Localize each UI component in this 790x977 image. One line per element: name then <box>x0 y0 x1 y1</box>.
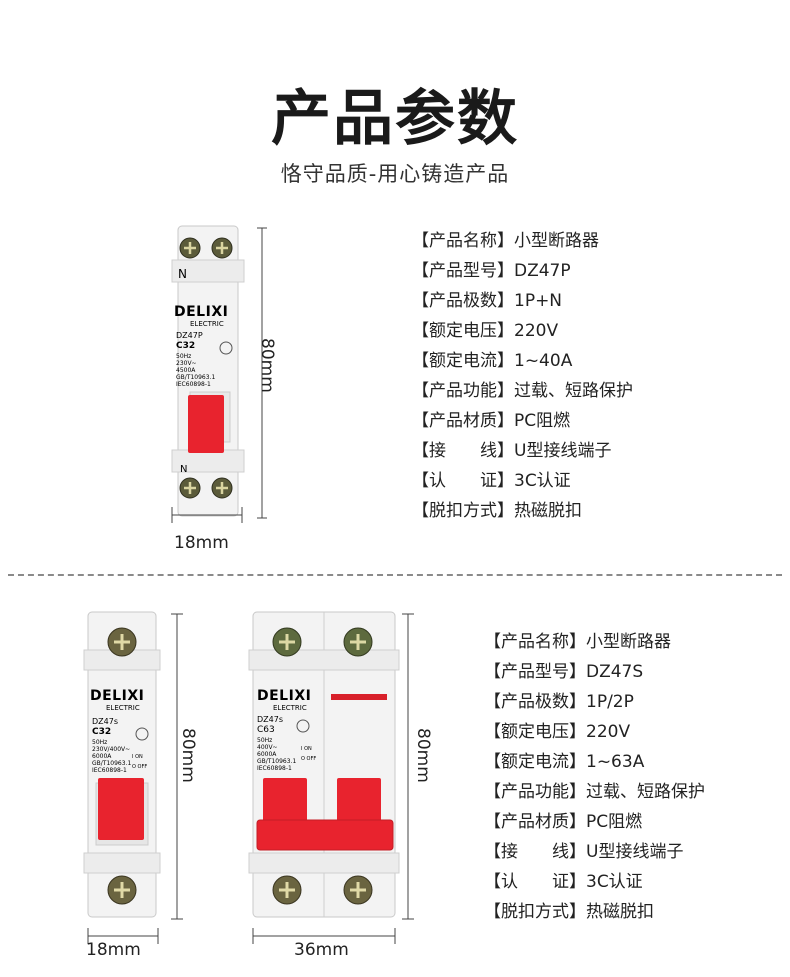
spec-row: 【产品名称】小型断路器 <box>412 231 599 251</box>
screw-icon <box>107 875 137 905</box>
screw-icon <box>343 627 373 657</box>
screw-icon <box>211 477 233 499</box>
fine-print-line: 50Hz <box>176 353 191 360</box>
screw-icon <box>211 237 233 259</box>
spec-row: 【产品材质】PC阻燃 <box>484 812 643 832</box>
breaker-dz47p-illustration: N N DELIXI ELECTRIC DZ47P C32 50Hz 230V~… <box>171 225 245 517</box>
ccc-cert-icon <box>135 727 149 741</box>
spec-row: 【脱扣方式】热磁脱扣 <box>484 902 654 922</box>
switch-off-label: O OFF <box>132 764 147 770</box>
fine-print-line: 400V~ <box>257 744 278 751</box>
brand-logo: DELIXI <box>257 688 311 704</box>
fine-print-line: IEC60898-1 <box>257 765 292 772</box>
brand-sub: ELECTRIC <box>273 704 307 712</box>
spec-row: 【认 证】3C认证 <box>484 872 643 892</box>
breaker-dz47s-1p-illustration: DELIXI ELECTRIC DZ47s C32 50Hz 230V/400V… <box>83 611 161 918</box>
screw-icon <box>107 627 137 657</box>
rating-text: C63 <box>257 725 275 735</box>
height-label: 80mm <box>257 338 277 393</box>
spec-row: 【产品型号】DZ47P <box>412 261 571 281</box>
fine-print-line: 230V/400V~ <box>92 746 130 753</box>
fine-print-line: 230V~ <box>176 360 197 367</box>
spec-row: 【接 线】U型接线端子 <box>484 842 684 862</box>
dimension-lines-2a <box>87 613 183 944</box>
spec-list-dz47s: 【产品名称】小型断路器 【产品型号】DZ47S 【产品极数】1P/2P 【额定电… <box>484 627 705 927</box>
terminal-n-top: N <box>178 267 187 281</box>
section-divider <box>8 574 782 576</box>
height-label-2p: 80mm <box>413 728 433 783</box>
model-text: DZ47s <box>92 717 118 726</box>
spec-row: 【产品极数】1P+N <box>412 291 563 311</box>
width-label-2p: 36mm <box>294 940 349 960</box>
spec-row: 【产品材质】PC阻燃 <box>412 411 571 431</box>
page-title: 产品参数 <box>271 84 519 154</box>
fine-print-line: 50Hz <box>92 739 107 746</box>
ccc-cert-icon <box>296 719 310 733</box>
spec-list-dz47p: 【产品名称】小型断路器 【产品型号】DZ47P 【产品极数】1P+N 【额定电压… <box>412 226 633 526</box>
breaker-dz47s-2p-illustration: DELIXI ELECTRIC DZ47s C63 50Hz 400V~ 600… <box>248 611 400 918</box>
spec-row: 【产品名称】小型断路器 <box>484 632 671 652</box>
lever-tie-bar <box>256 819 394 851</box>
fine-print-line: IEC60898-1 <box>176 381 211 388</box>
switch-on-label: I ON <box>301 746 312 752</box>
model-text: DZ47s <box>257 715 283 724</box>
spec-row: 【认 证】3C认证 <box>412 471 571 491</box>
spec-row: 【额定电压】220V <box>484 722 631 742</box>
spec-row: 【额定电压】220V <box>412 321 559 341</box>
screw-icon <box>272 627 302 657</box>
red-indicator-strip <box>331 694 387 700</box>
switch-on-label: I ON <box>132 754 143 760</box>
fine-print-line: 6000A <box>257 751 277 758</box>
brand-sub: ELECTRIC <box>106 704 140 712</box>
dimension-lines-2b <box>252 613 414 944</box>
fine-print-line: 4500A <box>176 367 196 374</box>
fine-print-line: GB/T10963.1 <box>92 760 131 767</box>
brand-logo: DELIXI <box>90 688 144 704</box>
screw-icon <box>179 237 201 259</box>
brand-logo: DELIXI <box>174 304 228 320</box>
spec-row: 【额定电流】1~40A <box>412 351 573 371</box>
fine-print-line: GB/T10963.1 <box>176 374 215 381</box>
width-label-1p: 18mm <box>86 940 141 960</box>
rating-text: C32 <box>176 341 195 351</box>
spec-row: 【额定电流】1~63A <box>484 752 645 772</box>
terminal-n-bottom: N <box>180 464 187 475</box>
screw-icon <box>179 477 201 499</box>
switch-lever <box>98 778 144 840</box>
spec-row: 【接 线】U型接线端子 <box>412 441 612 461</box>
page-subtitle: 恪守品质-用心铸造产品 <box>280 162 510 186</box>
switch-lever <box>188 395 224 453</box>
dimension-lines-1 <box>171 227 267 523</box>
width-label: 18mm <box>174 533 229 553</box>
spec-row: 【产品极数】1P/2P <box>484 692 634 712</box>
rating-text: C32 <box>92 727 111 737</box>
screw-icon <box>272 875 302 905</box>
brand-sub: ELECTRIC <box>190 320 224 328</box>
screw-icon <box>343 875 373 905</box>
fine-print-line: IEC60898-1 <box>92 767 127 774</box>
fine-print-line: GB/T10963.1 <box>257 758 296 765</box>
spec-row: 【产品功能】过载、短路保护 <box>484 782 705 802</box>
height-label-1p: 80mm <box>178 728 198 783</box>
fine-print-line: 50Hz <box>257 737 272 744</box>
spec-row: 【脱扣方式】热磁脱扣 <box>412 501 582 521</box>
spec-row: 【产品功能】过载、短路保护 <box>412 381 633 401</box>
model-text: DZ47P <box>176 331 203 340</box>
fine-print-line: 6000A <box>92 753 112 760</box>
spec-row: 【产品型号】DZ47S <box>484 662 644 682</box>
switch-off-label: O OFF <box>301 756 316 762</box>
ccc-cert-icon <box>219 341 233 355</box>
